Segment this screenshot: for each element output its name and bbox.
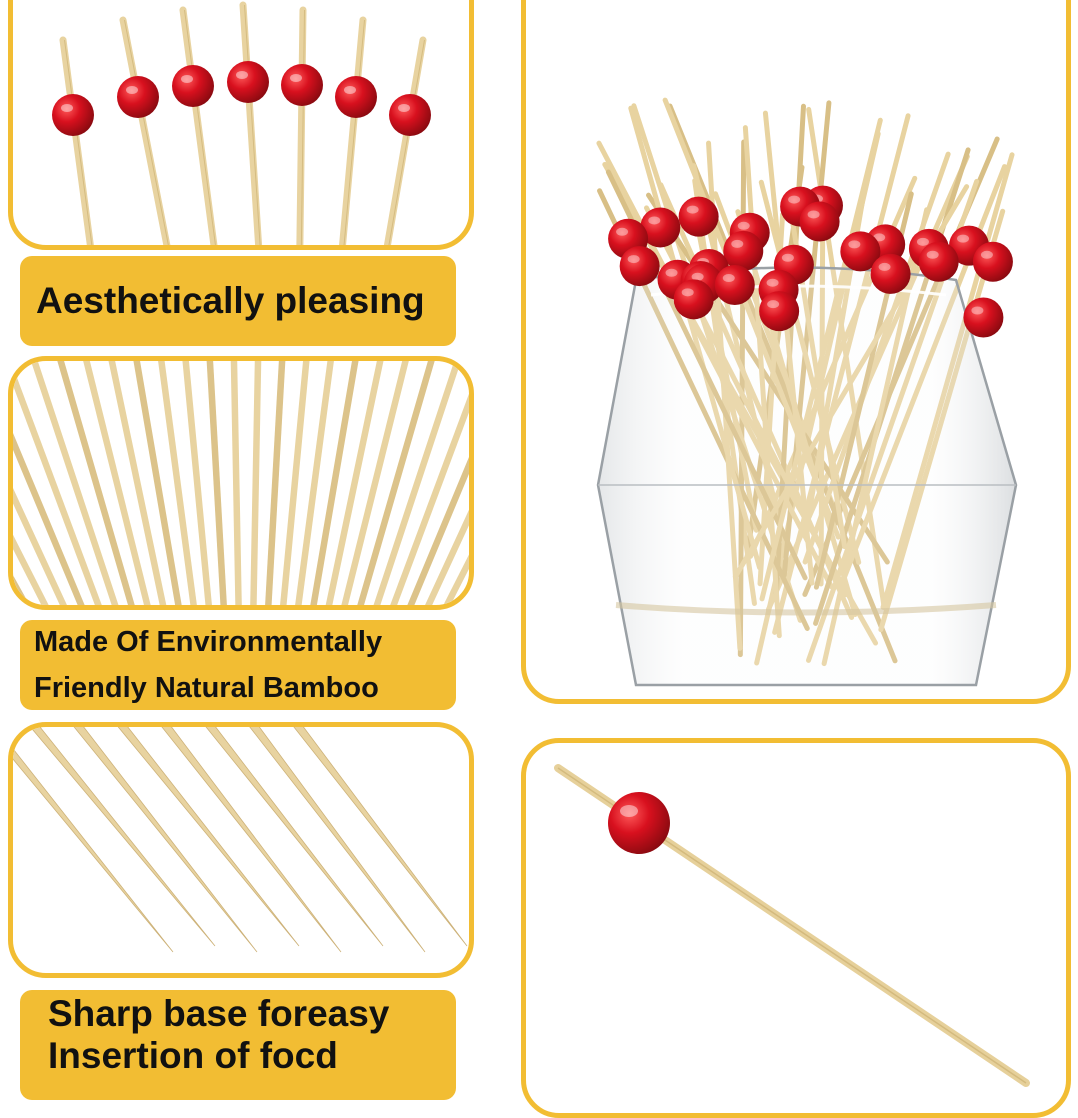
bamboo-skewer-icon (357, 361, 435, 605)
sharp-tips-panel (8, 722, 474, 978)
beaded-pick-icon (335, 16, 377, 245)
bamboo-skewer-icon (407, 456, 469, 605)
caption-aesthetic-text: Aesthetically pleasing (36, 280, 425, 321)
red-bead-icon (972, 241, 1013, 282)
sharp-tip-icon (73, 727, 258, 953)
caption-material-line-2: Friendly Natural Bamboo (34, 672, 379, 704)
beaded-picks-illustration (52, 1, 431, 245)
sharp-tip-icon (249, 727, 426, 953)
single-pick-illustration (554, 764, 1030, 1087)
caption-sharp-line-2: Insertion of focd (48, 1035, 338, 1076)
red-bead-icon (673, 279, 714, 320)
red-bead-icon (918, 241, 959, 282)
red-bead-icon (640, 207, 681, 248)
bamboo-skewer-icon (133, 361, 182, 605)
red-bead-icon (963, 297, 1004, 338)
beaded-pick-icon (52, 36, 94, 245)
beaded-pick-icon (117, 16, 171, 245)
sharp-tip-icon (117, 727, 300, 947)
bamboo-skewer-icon (30, 361, 119, 605)
sharp-tip-icon (161, 727, 342, 953)
bamboo-skewer-icon (250, 361, 262, 605)
bamboo-skewer-icon (13, 534, 49, 605)
red-bead-icon (723, 230, 764, 271)
bamboo-skewer-icon (206, 361, 227, 605)
red-bead-icon (608, 792, 670, 854)
red-bead-icon (840, 231, 881, 272)
bamboo-skewer-icon (373, 361, 462, 605)
bamboo-skewer-icon (182, 361, 212, 605)
sharp-tip-icon (293, 727, 468, 947)
bamboo-skewer-icon (57, 361, 135, 605)
sharp-tips-illustration (13, 727, 468, 953)
glass-with-picks-illustration (596, 97, 1018, 687)
bamboo-skewer-icon (325, 361, 384, 605)
sharp-tip-icon (29, 727, 216, 947)
red-bead-icon (759, 291, 800, 332)
bamboo-fan-illustration (13, 361, 469, 605)
beaded-pick-icon (227, 1, 269, 245)
bamboo-skewer-icon (158, 361, 197, 605)
caption-sharp-line-1: Sharp base foreasy (48, 993, 390, 1034)
beaded-picks-panel (8, 0, 474, 250)
beaded-pick-icon (281, 6, 323, 245)
bamboo-skewer-icon (108, 361, 167, 605)
red-bead-icon (714, 265, 755, 306)
bamboo-skewer-icon (83, 361, 151, 605)
bamboo-skewer-icon (310, 361, 359, 605)
caption-material: Made Of Environmentally Friendly Natural… (20, 620, 456, 710)
caption-material-line-1: Made Of Environmentally (34, 626, 383, 658)
red-bead-icon (870, 253, 911, 294)
beaded-pick-icon (172, 6, 218, 245)
caption-sharp: Sharp base foreasy Insertion of focd (20, 990, 456, 1100)
bamboo-skewer-icon (265, 361, 286, 605)
bamboo-skewer-icon (230, 361, 242, 605)
red-bead-icon (619, 246, 660, 287)
bamboo-skewer-icon (280, 361, 310, 605)
bamboo-fan-panel (8, 356, 474, 610)
sharp-tip-icon (205, 727, 384, 947)
bamboo-skewer-icon (390, 393, 469, 605)
bamboo-skewer-icon (13, 488, 67, 605)
red-bead-icon (799, 201, 840, 242)
single-pick-panel (521, 738, 1071, 1118)
glass-icon (596, 266, 1018, 687)
bamboo-skewer-icon (13, 432, 85, 605)
beaded-pick-icon (383, 36, 431, 245)
glass-panel (521, 0, 1071, 704)
caption-aesthetic: Aesthetically pleasing (20, 256, 456, 346)
bamboo-skewer-icon (13, 366, 102, 605)
bamboo-skewer-icon (295, 361, 334, 605)
bamboo-skewer-icon (341, 361, 409, 605)
red-bead-icon (678, 196, 719, 237)
sharp-tip-icon (13, 748, 174, 953)
